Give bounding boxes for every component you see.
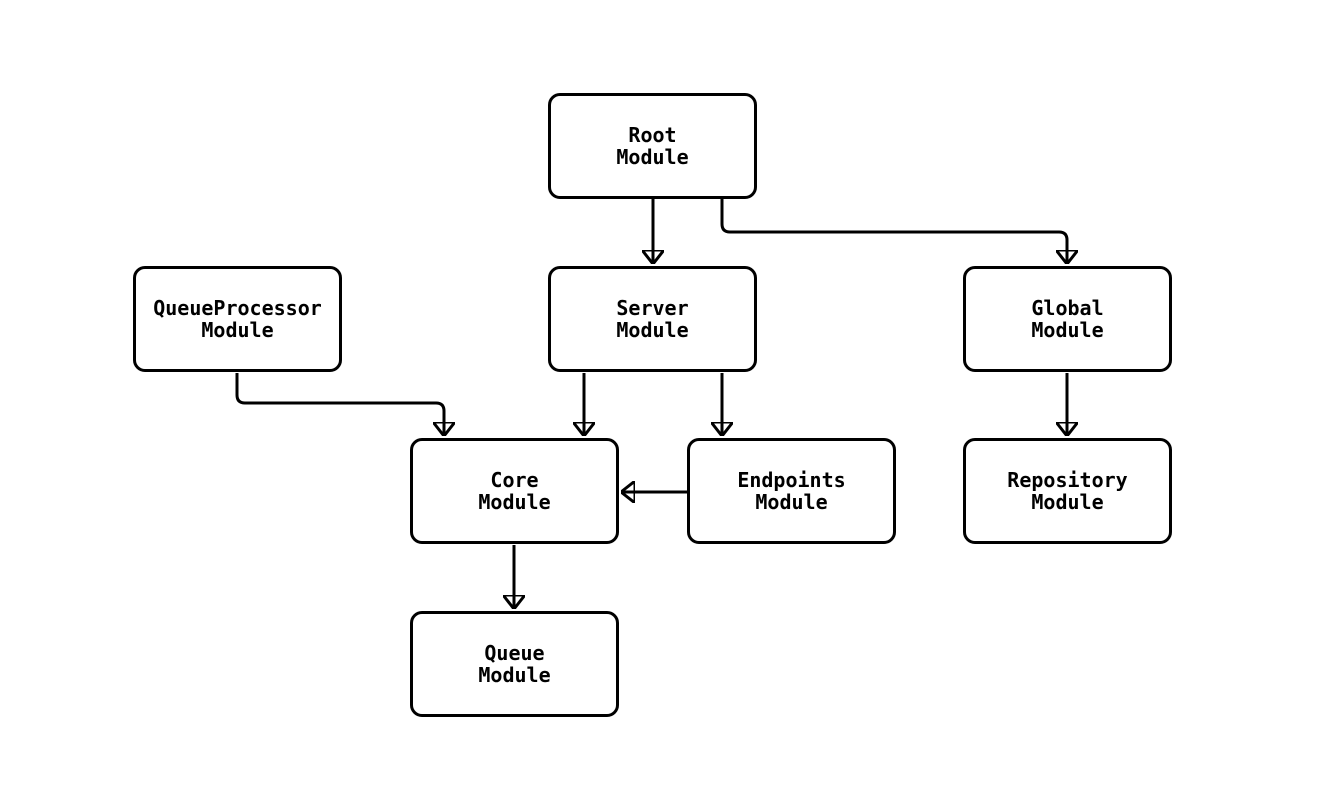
node-label: Module [755,490,828,514]
node-label: Root [628,123,677,147]
node-label: Global [1031,296,1104,320]
edge-queueprocessor-to-core [235,373,444,435]
node-root-module: Root Module [548,93,757,199]
node-queue-module: Queue Module [410,611,619,717]
node-server-module: Server Module [548,266,757,372]
node-label: Module [478,663,551,687]
node-label: Repository [1007,468,1128,492]
node-queueprocessor-module: QueueProcessor Module [133,266,342,372]
node-repository-module: Repository Module [963,438,1172,544]
node-label: Module [201,318,274,342]
node-global-module: Global Module [963,266,1172,372]
node-label: Queue [484,641,545,665]
node-label: Module [1031,490,1104,514]
node-label: Core [490,468,539,492]
node-core-module: Core Module [410,438,619,544]
node-endpoints-module: Endpoints Module [687,438,896,544]
node-label: Endpoints [737,468,846,492]
node-label: QueueProcessor [153,296,322,320]
node-label: Module [478,490,551,514]
node-label: Module [616,318,689,342]
node-label: Server [616,296,689,320]
node-label: Module [1031,318,1104,342]
edge-root-to-global [720,199,1067,263]
node-label: Module [616,145,689,169]
